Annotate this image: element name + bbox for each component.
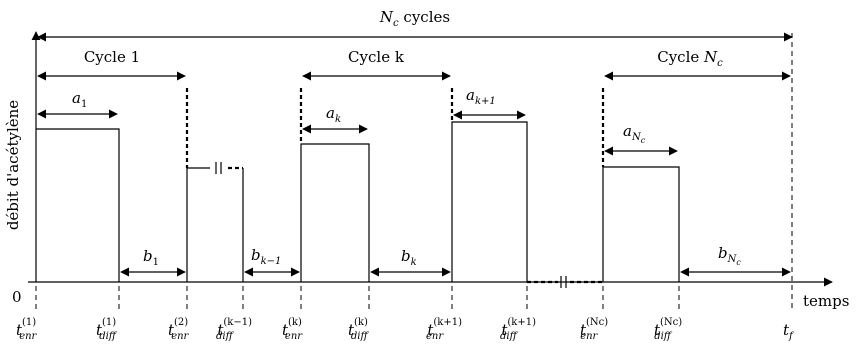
pulse-cycle-k [300,143,370,282]
b1-label: b1 [143,247,159,268]
origin-label: 0 [12,288,22,306]
a1-label: a1 [72,89,87,110]
tick-label: t(2)enr [168,317,190,342]
tick-label: t(1)enr [16,317,38,342]
tick-label: tf [783,321,795,342]
akp1-label: ak+1 [466,86,496,107]
total-cycles-label: Nc cycles [379,8,450,29]
cycle-1-label: Cycle 1 [84,48,140,66]
pulse-cycle-2a [186,167,210,282]
cycle-k-label: Cycle k [348,48,405,66]
tick-label: t(k)diff [348,317,370,342]
tick-guides [35,286,680,312]
tick-label: t(k−1)diff [216,317,252,342]
cycle-nc-label: Cycle Nc [657,48,723,69]
tick-label: t(Nc)enr [580,317,608,342]
pulse-cycle-nc [602,166,680,282]
ak-label: ak [326,104,341,125]
pulse-cycle-1 [36,128,120,282]
tick-label: t(k+1)diff [500,317,536,342]
tick-label: t(k)enr [282,317,303,342]
anc-label: aNc [623,122,646,145]
pulse-cycle-kp1 [451,121,528,282]
tick-label: t(k+1)enr [426,317,462,342]
tick-label: t(Nc)diff [654,317,682,342]
tick-label: t(1)diff [96,317,118,342]
x-axis-label: temps [803,292,849,310]
bkm1-label: bk−1 [251,246,281,267]
tick-labels: t(1)enr t(1)diff t(2)enr t(k−1)diff t(k)… [16,317,795,342]
bnc-label: bNc [718,244,741,267]
bk-label: bk [401,247,417,268]
y-axis-label: débit d'acétylène [4,100,22,230]
